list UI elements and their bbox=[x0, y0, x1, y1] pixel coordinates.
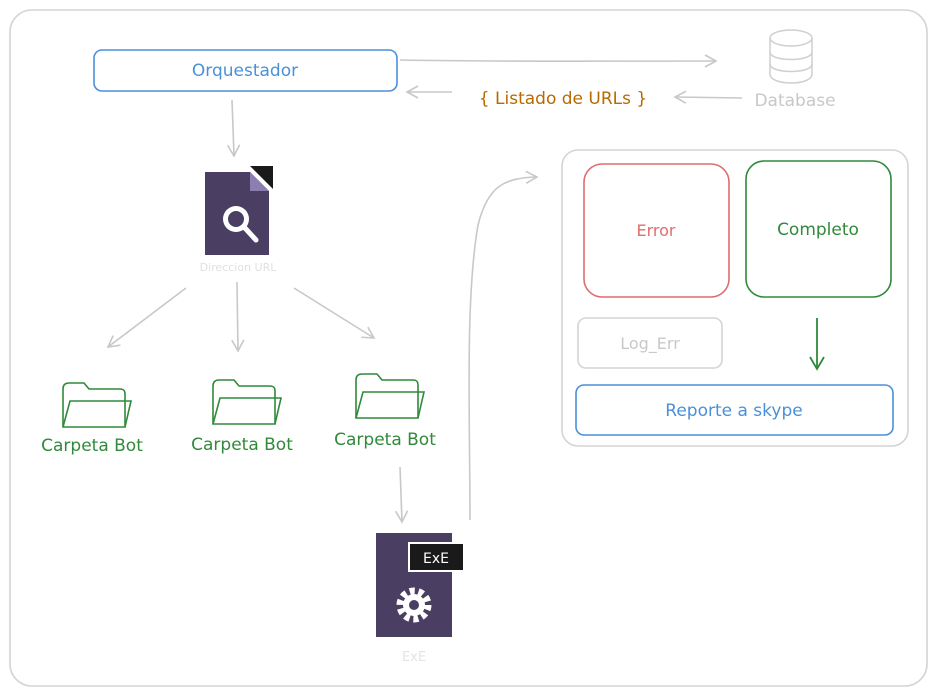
completo-node[interactable]: Completo bbox=[745, 160, 892, 298]
arrow-direccion-to-carpeta-2 bbox=[231, 281, 245, 353]
arrow-carpeta-to-exe bbox=[394, 466, 409, 524]
folder-icon bbox=[355, 373, 426, 419]
direccion-url-label: Direccion URL bbox=[200, 261, 278, 274]
orquestador-node[interactable]: Orquestador bbox=[93, 49, 398, 92]
results-panel bbox=[561, 149, 909, 447]
reporte-skype-label: Reporte a skype bbox=[665, 401, 802, 421]
exe-label: ExE bbox=[402, 650, 426, 665]
arrow-database-to-listado bbox=[673, 90, 743, 104]
database-label: Database bbox=[754, 91, 835, 111]
folder-icon bbox=[62, 382, 133, 428]
arrow-exe-to-results bbox=[468, 170, 539, 521]
arrow-direccion-to-carpeta-3 bbox=[293, 287, 376, 339]
carpeta-bot-3-label: Carpeta Bot bbox=[334, 430, 436, 450]
document-search-icon bbox=[201, 166, 273, 259]
error-label: Error bbox=[637, 221, 676, 240]
exe-file-gear-icon bbox=[376, 533, 465, 637]
log-err-label: Log_Err bbox=[620, 334, 680, 354]
reporte-skype-node[interactable]: Reporte a skype bbox=[575, 384, 894, 436]
exe-badge-label: ExE bbox=[423, 551, 449, 567]
outer-frame bbox=[9, 9, 928, 687]
error-node[interactable]: Error bbox=[583, 163, 730, 298]
database-icon bbox=[769, 29, 813, 84]
listado-urls-label: { Listado de URLs } bbox=[479, 89, 647, 109]
arrow-direccion-to-carpeta-1 bbox=[106, 287, 187, 349]
log-err-node[interactable]: Log_Err bbox=[577, 317, 723, 369]
completo-label: Completo bbox=[777, 220, 859, 240]
carpeta-bot-2-label: Carpeta Bot bbox=[191, 435, 293, 455]
orquestador-label: Orquestador bbox=[192, 61, 298, 81]
arrow-orquestador-to-database bbox=[399, 54, 718, 68]
carpeta-bot-1-label: Carpeta Bot bbox=[41, 436, 143, 456]
folder-icon bbox=[212, 379, 283, 425]
arrow-orquestador-to-direccion bbox=[226, 99, 241, 158]
